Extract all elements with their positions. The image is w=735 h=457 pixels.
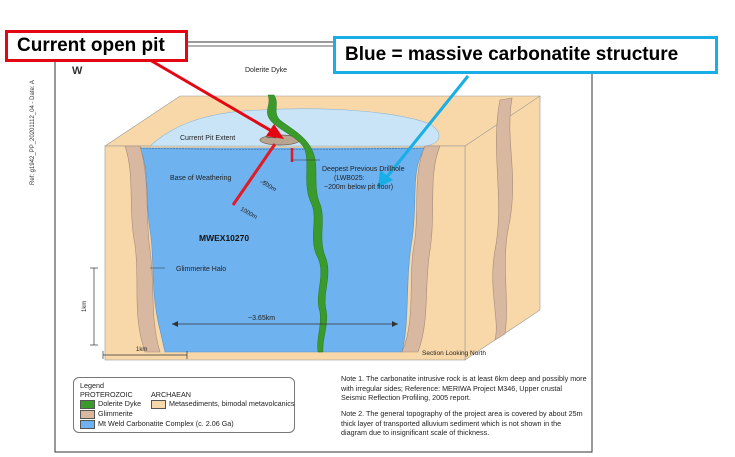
base-of-weathering-line	[139, 147, 426, 150]
glimmerite-back	[492, 97, 514, 341]
blue-arrow	[384, 75, 470, 179]
label-dolerite-dyke: Dolerite Dyke	[245, 67, 287, 74]
drillhole-mwex	[231, 143, 277, 206]
label-base-weathering: Base of Weathering	[170, 175, 231, 182]
label-pit-extent: Current Pit Extent	[180, 135, 235, 142]
label-glimmerite-halo: Glimmerite Halo	[176, 266, 226, 273]
legend-title: Legend	[80, 381, 104, 390]
label-drillhole-2: (LWB025:	[334, 175, 365, 182]
label-vscale: 1km	[82, 301, 88, 312]
callout-open-pit: Current open pit	[5, 30, 188, 62]
open-pit-arrow	[149, 58, 276, 135]
legend-swatch-carbonatite	[80, 420, 95, 429]
note-1: Note 1. The carbonatite intrusive rock i…	[341, 374, 587, 403]
header-fragment: W	[72, 65, 83, 77]
width-arrow-left	[172, 321, 178, 327]
callout-carbonatite: Blue = massive carbonatite structure	[333, 36, 718, 74]
blue-arrowhead	[378, 170, 393, 188]
carbonatite-top	[149, 108, 440, 147]
label-hscale: 1km	[136, 347, 147, 353]
dolerite-dyke	[267, 94, 329, 353]
legend: Legend PROTEROZOIC ARCHAEAN Dolerite Dyk…	[73, 377, 295, 433]
note-2: Note 2. The general topography of the pr…	[341, 409, 583, 438]
legend-item-dyke: Dolerite Dyke	[98, 399, 142, 408]
label-width: ~3.65km	[248, 315, 275, 322]
legend-item-carbonatite: Mt Weld Carbonatite Complex (c. 2.06 Ga)	[98, 419, 234, 428]
open-pit-arrowhead	[266, 124, 284, 139]
carbonatite-front	[139, 147, 426, 353]
label-mwex: MWEX10270	[199, 233, 249, 243]
label-section: Section Looking North	[422, 350, 486, 357]
width-arrow-right	[392, 321, 398, 327]
legend-item-glimmerite: Glimmerite	[98, 409, 133, 418]
label-drillhole-3: ~200m below pit floor)	[324, 184, 393, 191]
legend-proterozoic: PROTEROZOIC	[80, 390, 133, 399]
pit-extent-leader	[265, 136, 277, 139]
glimmerite-left	[124, 145, 161, 353]
reference-text: Ref: g1942_PP_20201112_04 - Date: A	[30, 80, 36, 185]
label-drillhole-1: Deepest Previous Drillhole	[322, 166, 405, 173]
legend-item-meta: Metasediments, bimodal metavolcanics	[169, 399, 295, 408]
legend-swatch-meta	[151, 400, 166, 409]
legend-archaean: ARCHAEAN	[151, 390, 191, 399]
legend-swatch-glimmerite	[80, 410, 95, 419]
legend-swatch-dyke	[80, 400, 95, 409]
glimmerite-right	[401, 145, 441, 353]
